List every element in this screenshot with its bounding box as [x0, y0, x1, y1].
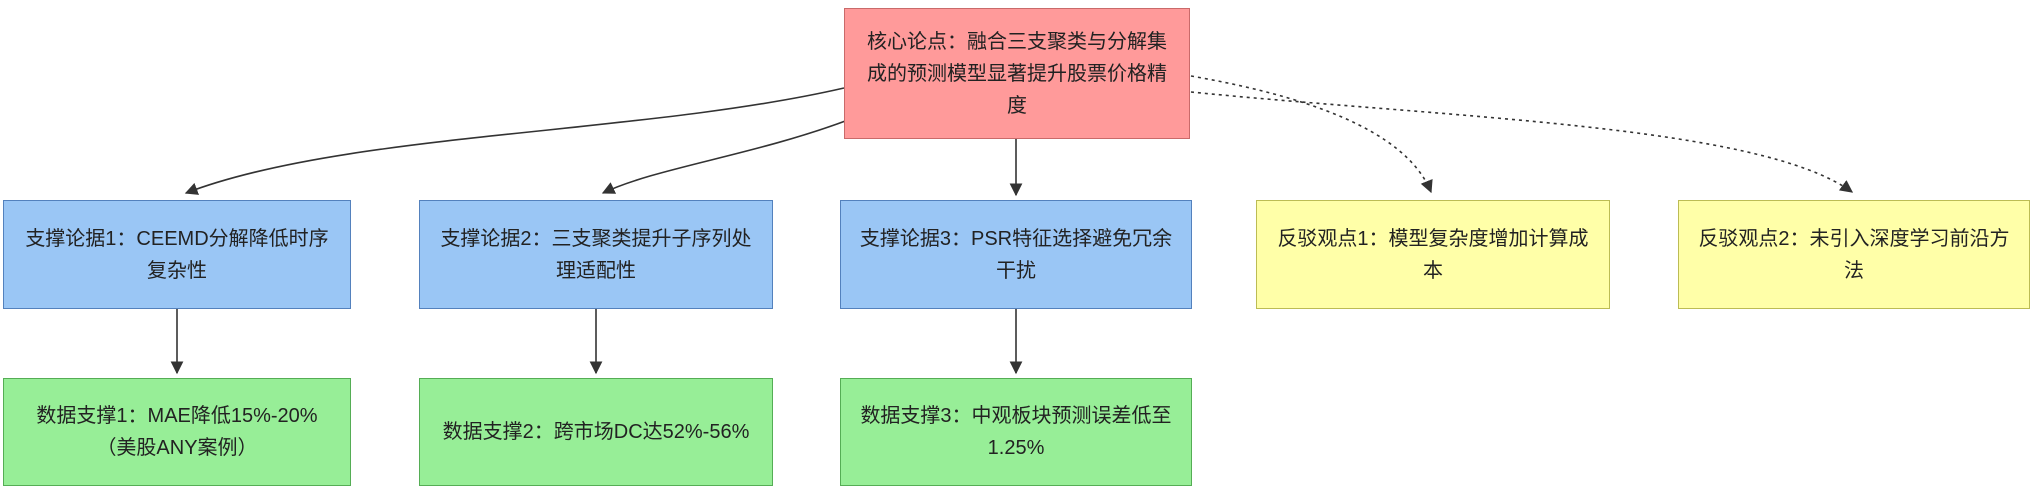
node-support-1: 支撑论据1：CEEMD分解降低时序复杂性: [3, 200, 351, 309]
node-support-1-label: 支撑论据1：CEEMD分解降低时序复杂性: [25, 227, 329, 282]
node-support-2-label: 支撑论据2：三支聚类提升子序列处理适配性: [440, 227, 752, 282]
node-data-support-1: 数据支撑1：MAE降低15%-20%（美股ANY案例）: [3, 378, 351, 486]
edge-core-support2: [601, 119, 849, 194]
edge-core-rebuttal2: [1190, 91, 1854, 193]
node-rebuttal-2-label: 反驳观点2：未引入深度学习前沿方法: [1698, 227, 2010, 282]
node-core-thesis-label: 核心论点：融合三支聚类与分解集成的预测模型显著提升股票价格精度: [867, 30, 1167, 117]
node-data-support-1-label: 数据支撑1：MAE降低15%-20%（美股ANY案例）: [36, 405, 318, 459]
node-core-thesis: 核心论点：融合三支聚类与分解集成的预测模型显著提升股票价格精度: [844, 8, 1190, 139]
node-data-support-3: 数据支撑3：中观板块预测误差低至1.25%: [840, 378, 1192, 486]
node-data-support-2: 数据支撑2：跨市场DC达52%-56%: [419, 378, 773, 486]
edge-core-support1: [184, 87, 845, 195]
edge-core-rebuttal1: [1190, 75, 1433, 194]
node-rebuttal-1: 反驳观点1：模型复杂度增加计算成本: [1256, 200, 1610, 309]
node-support-3-label: 支撑论据3：PSR特征选择避免冗余干扰: [859, 227, 1173, 282]
node-support-2: 支撑论据2：三支聚类提升子序列处理适配性: [419, 200, 773, 309]
node-data-support-2-label: 数据支撑2：跨市场DC达52%-56%: [442, 421, 750, 443]
node-data-support-3-label: 数据支撑3：中观板块预测误差低至1.25%: [860, 405, 1172, 459]
node-support-3: 支撑论据3：PSR特征选择避免冗余干扰: [840, 200, 1192, 309]
node-rebuttal-1-label: 反驳观点1：模型复杂度增加计算成本: [1277, 227, 1589, 282]
node-rebuttal-2: 反驳观点2：未引入深度学习前沿方法: [1678, 200, 2030, 309]
